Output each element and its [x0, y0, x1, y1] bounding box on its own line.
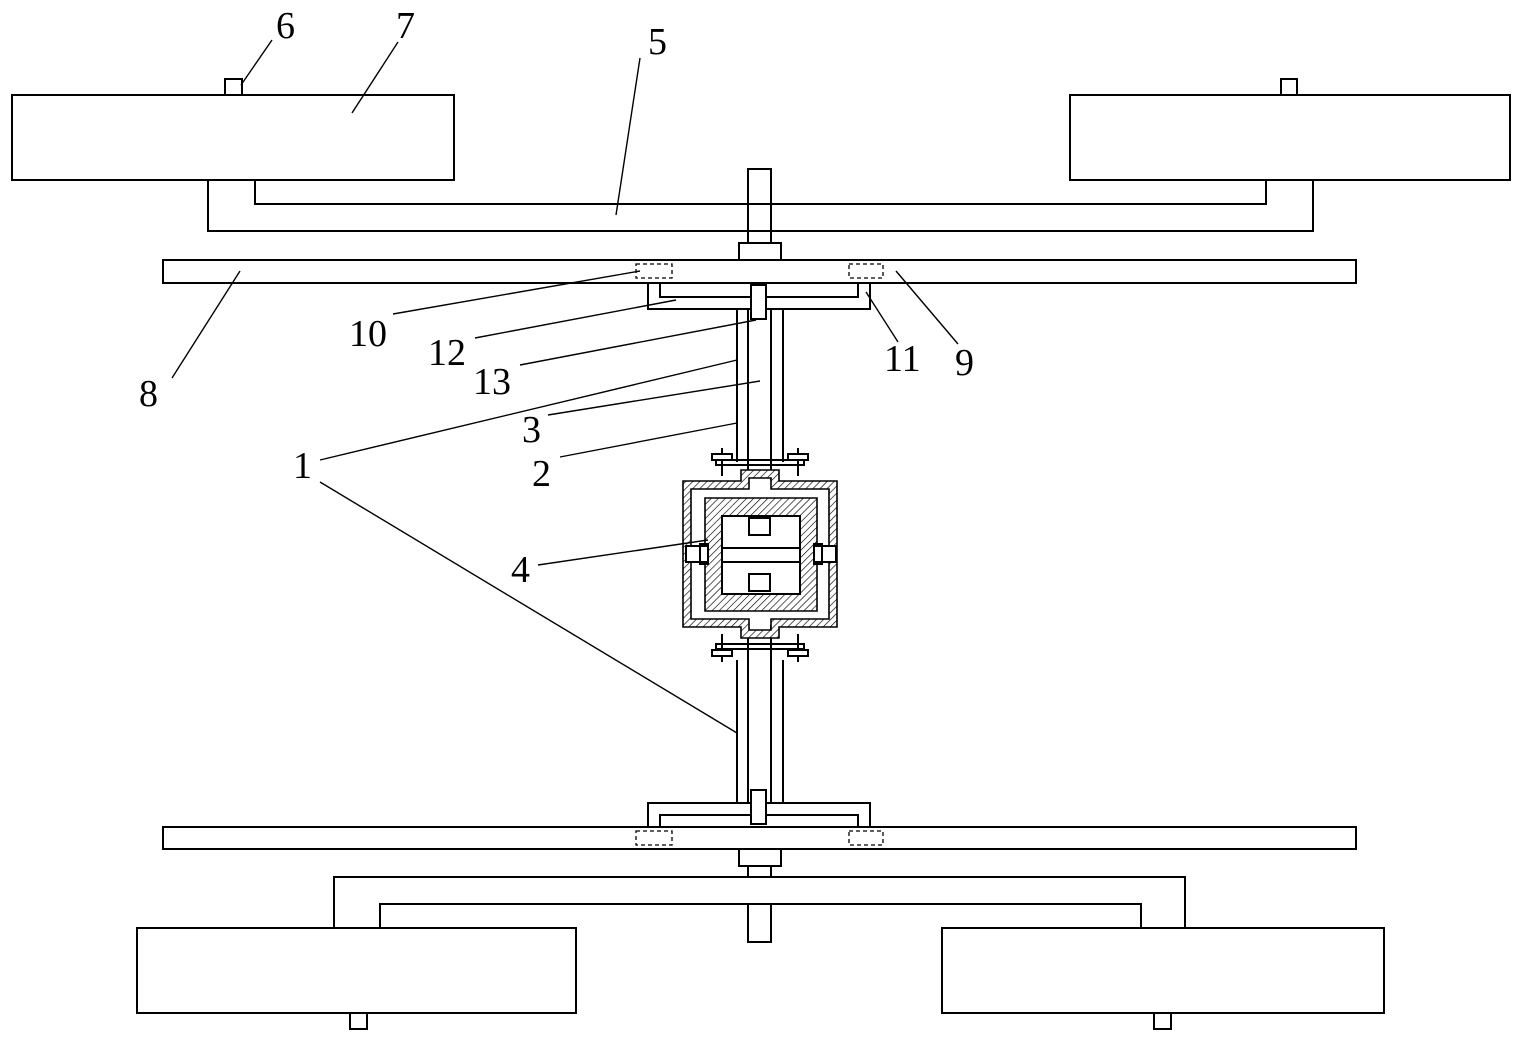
bottom-assembly: [137, 790, 1384, 1029]
top-hub: [739, 243, 781, 260]
top-left-bearing: [636, 264, 672, 278]
bottom-left-pin: [350, 1013, 367, 1029]
bottom-right-block: [942, 928, 1384, 1013]
bottom-left-block: [137, 928, 576, 1013]
label-11: 11: [884, 338, 921, 380]
top-right-pin: [1281, 79, 1297, 95]
label-4: 4: [511, 549, 530, 591]
top-left-pin: [225, 79, 242, 95]
label-8: 8: [139, 373, 158, 415]
label-1: 1: [293, 445, 312, 487]
top-right-block: [1070, 95, 1510, 180]
label-9: 9: [955, 342, 974, 384]
top-plate: [163, 260, 1356, 283]
bottom-shaft-stub: [748, 904, 771, 942]
top-coupling: [751, 285, 766, 319]
label-13: 13: [473, 361, 511, 403]
top-shaft-stub: [748, 169, 771, 231]
label-5: 5: [648, 21, 667, 63]
top-frame-inner: [255, 180, 1266, 204]
label-10: 10: [349, 313, 387, 355]
bottom-plate: [163, 827, 1356, 849]
gearbox: [683, 448, 837, 662]
top-left-block: [12, 95, 454, 180]
label-3: 3: [522, 409, 541, 451]
label-7: 7: [396, 5, 415, 47]
leader-lines: [172, 40, 958, 733]
bottom-right-pin: [1154, 1013, 1171, 1029]
top-right-bearing: [849, 264, 883, 278]
bottom-coupling: [751, 790, 766, 824]
top-frame-outer: [208, 180, 1313, 231]
label-2: 2: [532, 453, 551, 495]
label-6: 6: [276, 5, 295, 47]
top-assembly: [12, 79, 1510, 319]
label-12: 12: [428, 332, 466, 374]
